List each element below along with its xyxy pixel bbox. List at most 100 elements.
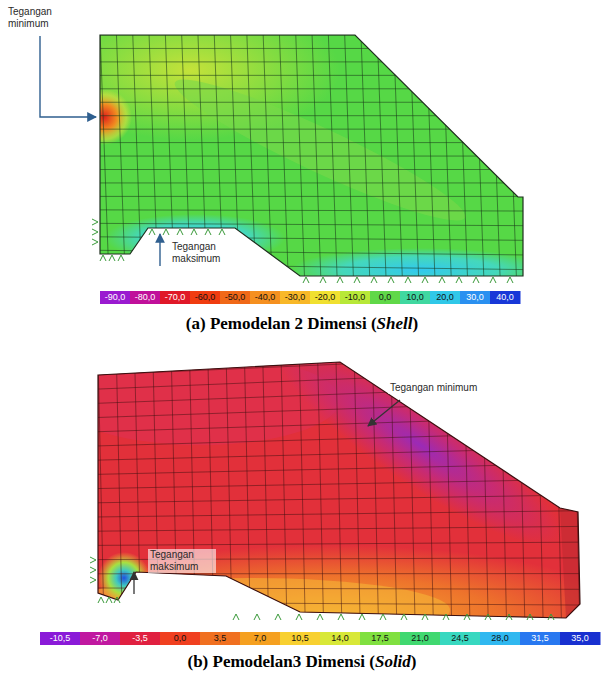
mesh-line xyxy=(116,355,122,625)
scale-segment xyxy=(200,632,241,645)
support-symbol xyxy=(354,277,360,283)
support-symbol xyxy=(401,614,407,620)
support-symbol xyxy=(548,614,554,620)
mesh-line xyxy=(95,416,592,432)
mesh-line xyxy=(540,30,549,280)
mesh-line xyxy=(464,355,470,625)
dam-2d-outline xyxy=(100,35,523,276)
support-symbol xyxy=(359,614,365,620)
support-symbol xyxy=(456,277,462,283)
scale-segment xyxy=(430,291,461,304)
scale-value: -10,5 xyxy=(50,634,71,643)
support-symbol xyxy=(275,614,281,620)
leader-arrow xyxy=(133,572,134,594)
scale-segment xyxy=(80,632,121,645)
mesh-line xyxy=(328,30,337,280)
scale-segment xyxy=(370,291,401,304)
support-symbol xyxy=(317,614,323,620)
scale-value: 0,0 xyxy=(379,293,392,302)
support-symbol xyxy=(106,597,112,603)
scale-segment xyxy=(100,291,131,304)
mesh-line xyxy=(90,115,530,116)
mesh-line xyxy=(442,30,451,280)
mesh-line xyxy=(190,355,196,625)
scale-segment xyxy=(160,291,191,304)
scale-value: 20,0 xyxy=(436,293,454,302)
mesh-line xyxy=(279,30,288,280)
scale-segment xyxy=(490,291,521,304)
scale-value: 3,5 xyxy=(214,634,227,643)
support-symbol xyxy=(464,614,470,620)
mesh-line xyxy=(263,30,272,280)
scale-segment xyxy=(220,291,251,304)
support-symbol xyxy=(149,229,155,235)
mesh-line xyxy=(244,355,250,625)
mesh-line xyxy=(153,355,159,625)
mesh-line xyxy=(90,250,530,255)
mesh-line xyxy=(95,602,592,605)
support-symbol xyxy=(118,255,124,261)
support-symbol xyxy=(205,229,211,235)
support-symbol xyxy=(100,255,106,261)
mesh-line xyxy=(90,277,530,284)
support-symbol xyxy=(422,277,428,283)
scale-value: -3,5 xyxy=(132,634,148,643)
mesh-line xyxy=(361,30,370,280)
mesh-line xyxy=(90,61,530,62)
mesh-line xyxy=(90,210,530,211)
support-symbol xyxy=(388,277,394,283)
callout-label: Tegangan minimum xyxy=(388,382,479,394)
support-symbol xyxy=(371,277,377,283)
support-symbol xyxy=(380,614,386,620)
support-symbol xyxy=(473,277,479,283)
leader-arrow xyxy=(40,36,96,117)
mesh-line xyxy=(393,30,402,280)
support-symbol xyxy=(233,614,239,620)
mesh-line xyxy=(592,355,598,625)
mesh-line xyxy=(426,30,435,280)
mesh-line xyxy=(345,30,354,280)
mesh-line xyxy=(90,237,530,241)
mesh-line xyxy=(95,542,592,545)
mesh-line xyxy=(90,196,530,197)
mesh-line xyxy=(482,355,488,625)
mesh-line xyxy=(95,463,592,474)
support-symbol xyxy=(109,255,115,261)
scale-segment xyxy=(560,632,601,645)
scale-segment xyxy=(340,291,371,304)
scale-segment xyxy=(440,632,481,645)
scale-value: 10,0 xyxy=(406,293,424,302)
mesh-line xyxy=(508,30,517,280)
scale-value: -80,0 xyxy=(135,293,156,302)
scale-value: 28,0 xyxy=(491,634,509,643)
scale-value: -60,0 xyxy=(195,293,216,302)
scale-segment xyxy=(480,632,521,645)
scale-value: -50,0 xyxy=(225,293,246,302)
support-symbol xyxy=(320,277,326,283)
support-symbol xyxy=(92,239,98,245)
mesh-line xyxy=(133,30,142,280)
support-symbol xyxy=(338,614,344,620)
mesh-line xyxy=(459,30,468,280)
callout-label: Tegangan maksimum xyxy=(148,549,216,573)
mesh-line xyxy=(95,448,592,461)
scale-segment xyxy=(280,632,321,645)
support-symbol xyxy=(337,277,343,283)
scale-value: -10,0 xyxy=(345,293,366,302)
mesh-line xyxy=(90,48,530,49)
mesh-line xyxy=(90,102,530,103)
mesh-line xyxy=(312,30,321,280)
mesh-line xyxy=(95,432,592,446)
scale-value: 40,0 xyxy=(496,293,514,302)
support-symbol xyxy=(92,229,98,235)
mesh-line xyxy=(95,588,592,589)
support-symbol xyxy=(439,277,445,283)
mesh-line xyxy=(95,511,592,517)
mesh-line xyxy=(281,355,287,625)
mesh-line xyxy=(299,355,305,625)
mesh-line xyxy=(171,355,177,625)
mesh-line xyxy=(524,30,533,280)
mesh-line xyxy=(95,369,592,389)
